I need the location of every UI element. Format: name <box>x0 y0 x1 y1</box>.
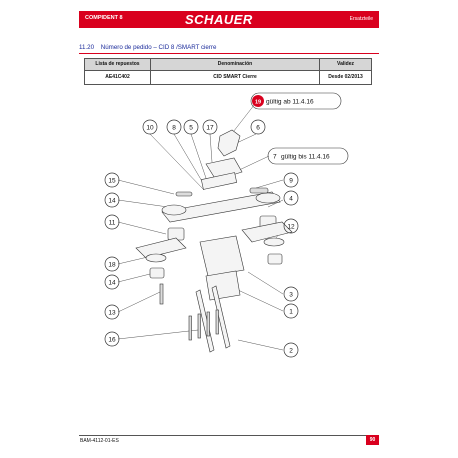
page-header: COMPIDENT 8 SCHAUER Ersatzteile <box>79 11 379 28</box>
cell-validity: Desde 02/2013 <box>319 70 372 85</box>
callout-18: 18 <box>108 262 116 269</box>
callout-1: 1 <box>289 309 293 316</box>
callout-15: 15 <box>108 178 116 185</box>
callout-14-lower: 14 <box>108 280 116 287</box>
callout-9: 9 <box>289 178 293 185</box>
header-validity: Validez <box>319 58 372 71</box>
table-header-row: Lista de repuestos Denominación Validez <box>84 58 372 71</box>
note-valid-until: gültig bis 11.4.16 <box>281 154 330 161</box>
callout-14-upper: 14 <box>108 198 116 205</box>
section-title: 11.20 Número de pedido – CID 8 /SMART ci… <box>79 44 379 54</box>
callout-11: 11 <box>109 220 116 227</box>
note-valid-from: gültig ab 11.4.16 <box>266 99 314 106</box>
brand-logo: SCHAUER <box>185 12 253 27</box>
new-part-marker-icon <box>252 95 264 107</box>
cell-part-number: AE41C402 <box>84 70 151 85</box>
callout-6: 6 <box>256 125 260 132</box>
footer-divider <box>79 435 366 436</box>
callout-4: 4 <box>289 196 293 203</box>
callout-8: 8 <box>172 125 176 132</box>
callout-17: 17 <box>206 125 214 132</box>
parts-table: Lista de repuestos Denominación Validez … <box>84 58 372 85</box>
section-number: 11.20 <box>79 44 95 51</box>
product-name: COMPIDENT 8 <box>85 15 123 21</box>
table-row: AE41C402 CID SMART Cierre Desde 02/2013 <box>84 70 372 85</box>
callout-3: 3 <box>289 292 293 299</box>
exploded-assembly-drawing: 19 10 8 5 17 6 15 9 14 4 11 12 18 14 13 … <box>104 92 349 358</box>
callout-13: 13 <box>108 310 116 317</box>
header-parts-list: Lista de repuestos <box>84 58 151 71</box>
callout-19: 19 <box>255 100 261 106</box>
callout-16: 16 <box>108 337 116 344</box>
section-name: Ersatzteile <box>349 16 373 22</box>
document-code: BAM-4112-01-ES <box>80 438 119 444</box>
callout-10: 10 <box>146 125 154 132</box>
section-heading: Número de pedido – CID 8 /SMART cierre <box>100 44 217 51</box>
cell-denomination: CID SMART Cierre <box>150 70 320 85</box>
callout-12: 12 <box>287 224 295 231</box>
callout-2: 2 <box>289 348 293 355</box>
header-denomination: Denominación <box>150 58 320 71</box>
page-number: 90 <box>366 435 379 445</box>
callout-5: 5 <box>189 125 193 132</box>
note-old-part-number: 7 <box>273 154 277 161</box>
